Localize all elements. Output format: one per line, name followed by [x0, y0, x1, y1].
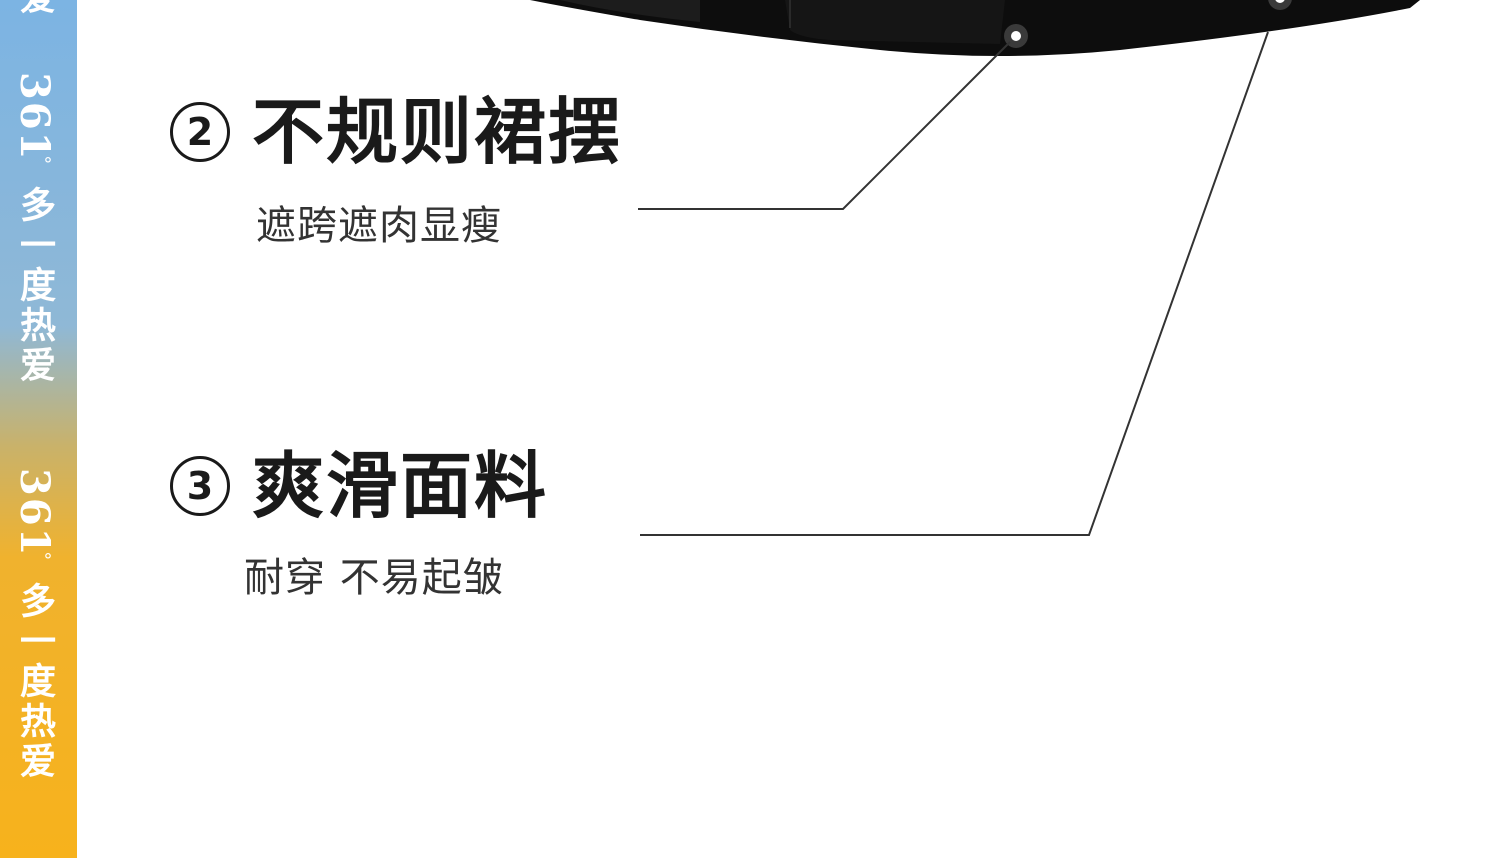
brand-side-strip: 爱 361 ° 多一度热爱 361 ° 多一度热爱: [0, 0, 77, 858]
feature-title-text: 不规则裙摆: [252, 90, 623, 174]
feature-title-irregular-hem: 2 不规则裙摆: [170, 96, 622, 168]
feature-number-badge: 2: [170, 102, 230, 162]
brand-column-2: 361 ° 多一度热爱: [11, 468, 58, 782]
callout-dot-3: [1268, 0, 1292, 10]
brand-logo-text: 361: [11, 72, 58, 162]
brand-column-top: 爱: [14, 0, 55, 18]
brand-degree-mark: °: [43, 153, 53, 175]
feature-subtitle-smooth-fabric: 耐穿 不易起皱: [244, 555, 504, 601]
brand-degree-mark: °: [43, 549, 53, 571]
feature-number-badge: 3: [170, 456, 230, 516]
brand-slogan: 多一度热爱: [14, 185, 55, 386]
feature-title-text: 爽滑面料: [252, 444, 549, 528]
callout-line-3: [640, 31, 1269, 536]
feature-title-smooth-fabric: 3 爽滑面料: [170, 450, 548, 522]
slogan-partial-text: 爱: [14, 0, 55, 18]
feature-subtitle-irregular-hem: 遮跨遮肉显瘦: [256, 203, 502, 249]
brand-slogan: 多一度热爱: [14, 581, 55, 782]
brand-logo-text: 361: [11, 468, 58, 558]
brand-column-1: 361 ° 多一度热爱: [11, 72, 58, 386]
product-garment-image: [530, 0, 1420, 56]
